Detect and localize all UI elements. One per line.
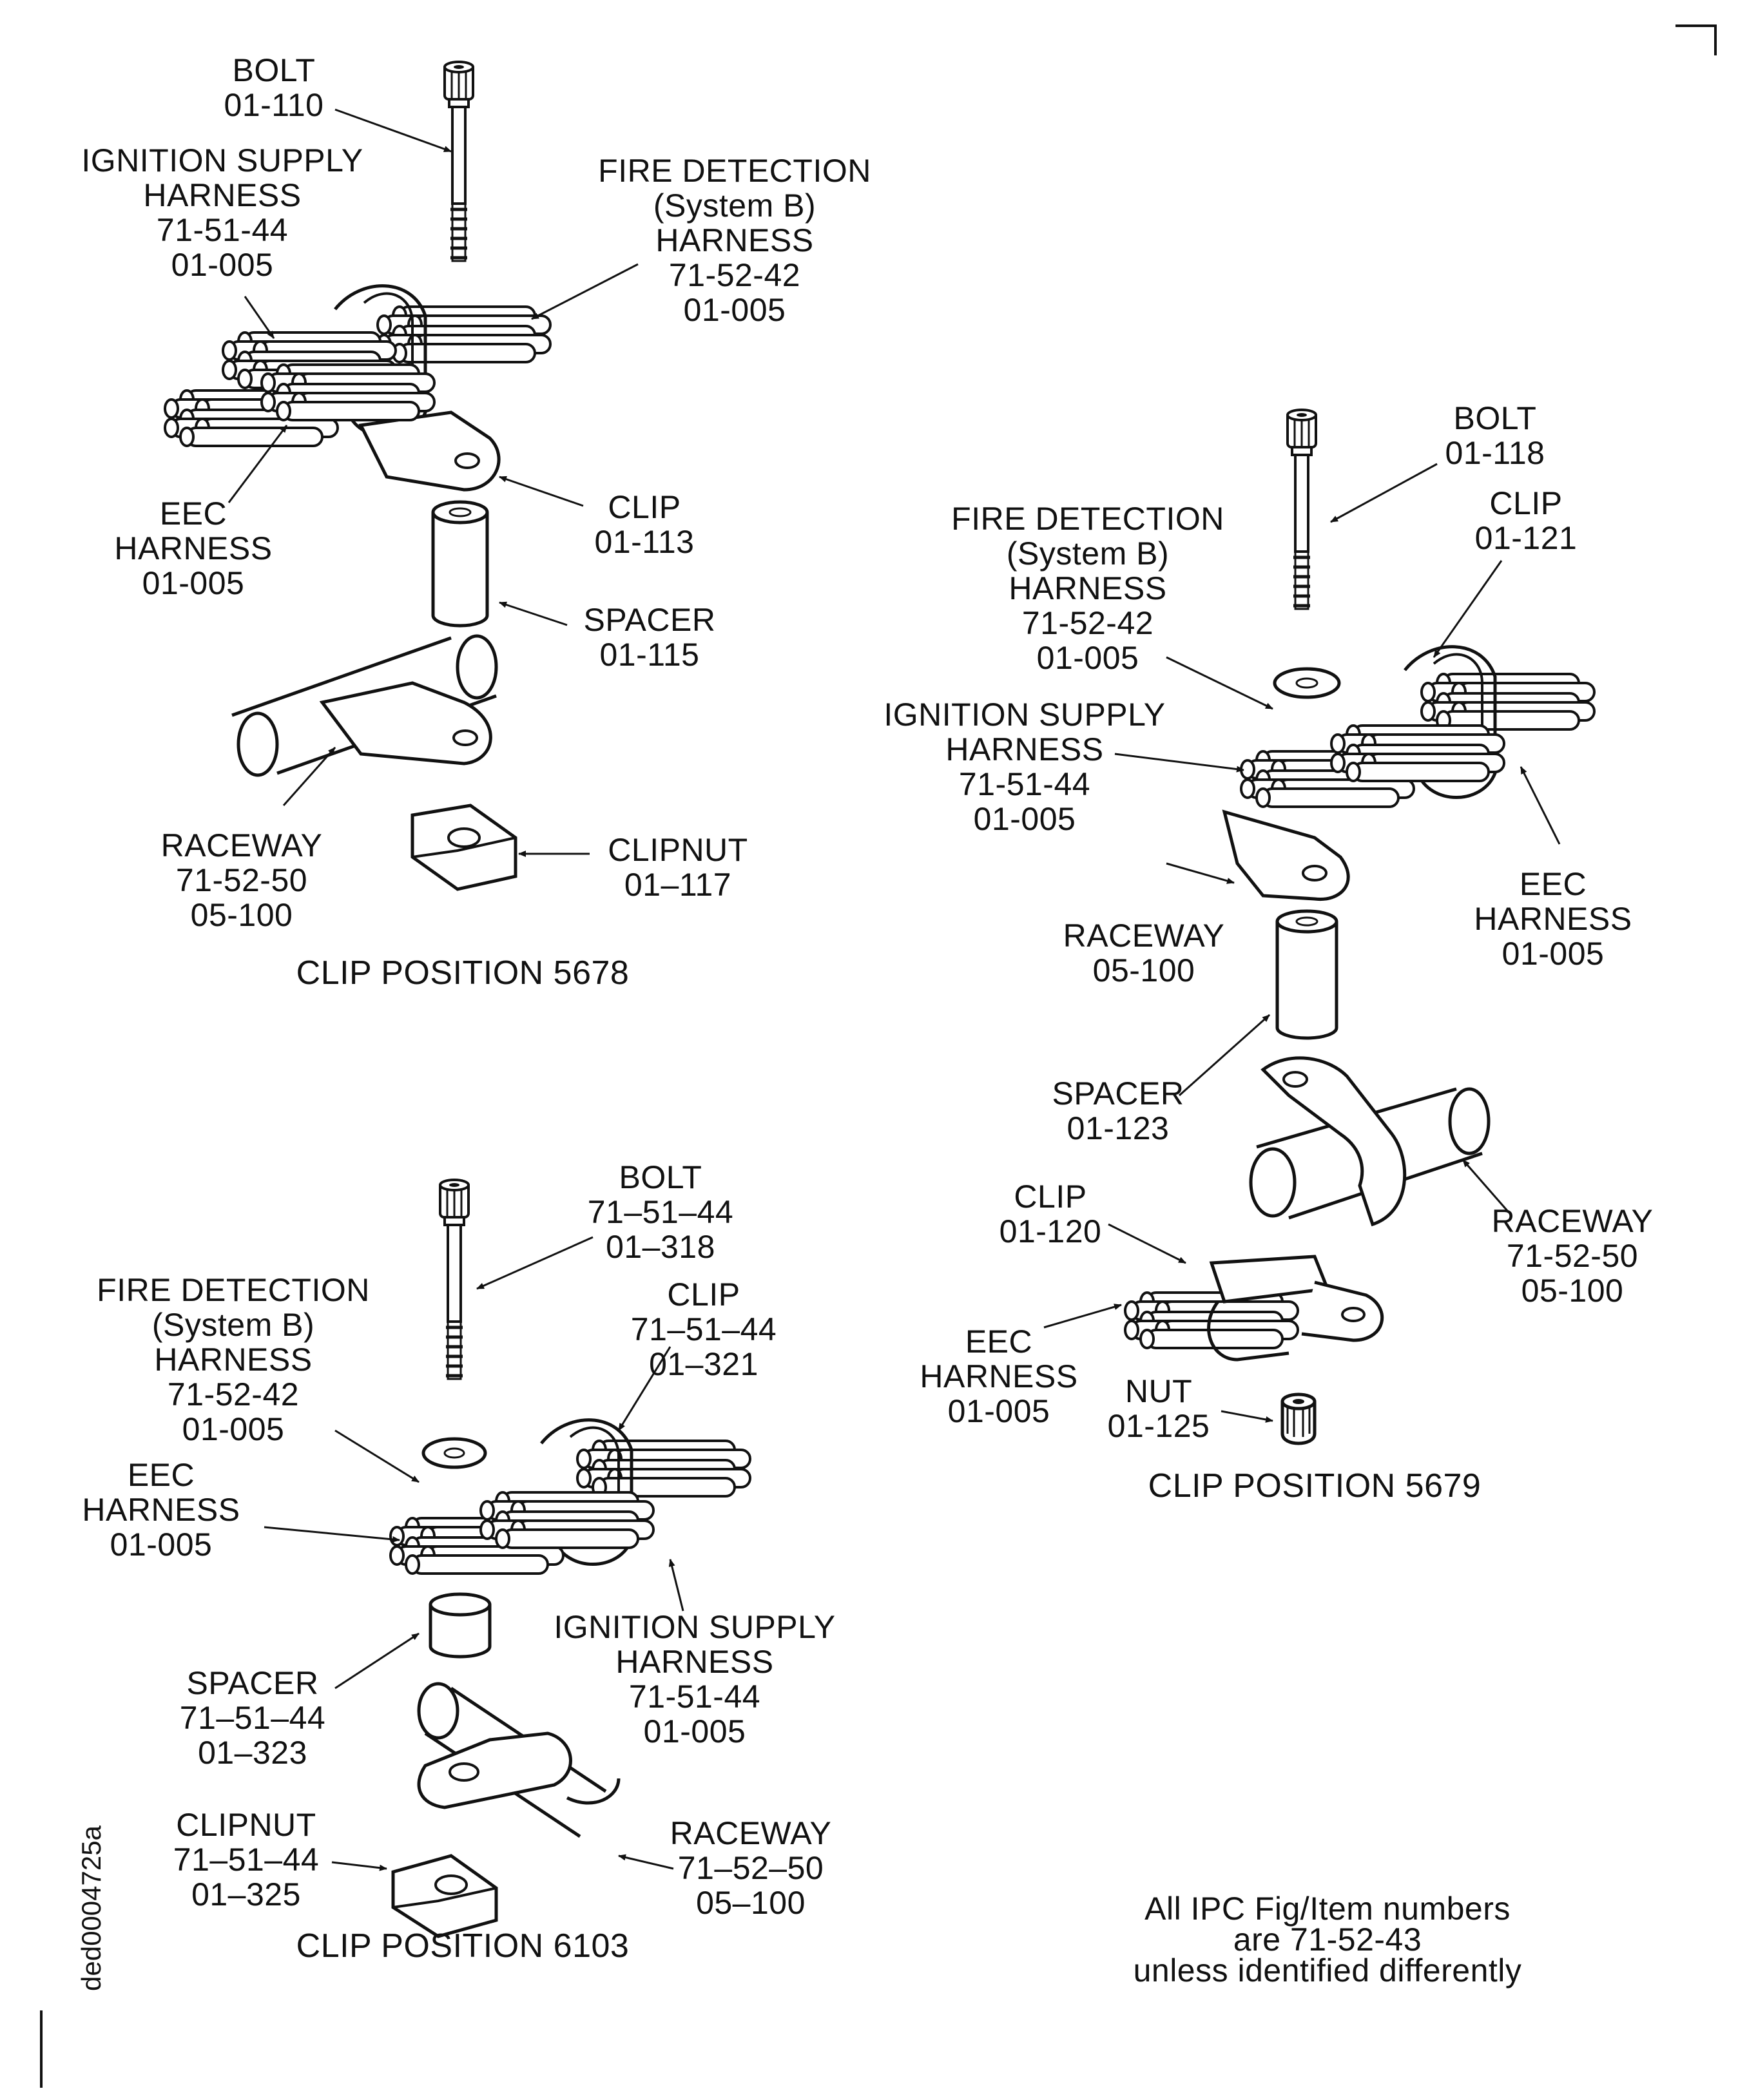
caption-6103: CLIP POSITION 6103 xyxy=(296,1927,630,1965)
crop-mark-bottom-left xyxy=(40,2010,43,2088)
clip-6103-drawing xyxy=(264,1180,750,1938)
clip-5679-drawing xyxy=(1043,410,1594,1445)
clip-5678-drawing xyxy=(165,62,639,891)
caption-5678: CLIP POSITION 5678 xyxy=(296,954,630,992)
document-id: ded0004725a xyxy=(76,1825,106,1991)
caption-5679: CLIP POSITION 5679 xyxy=(1148,1467,1482,1505)
crop-mark-top-right xyxy=(1675,24,1717,55)
